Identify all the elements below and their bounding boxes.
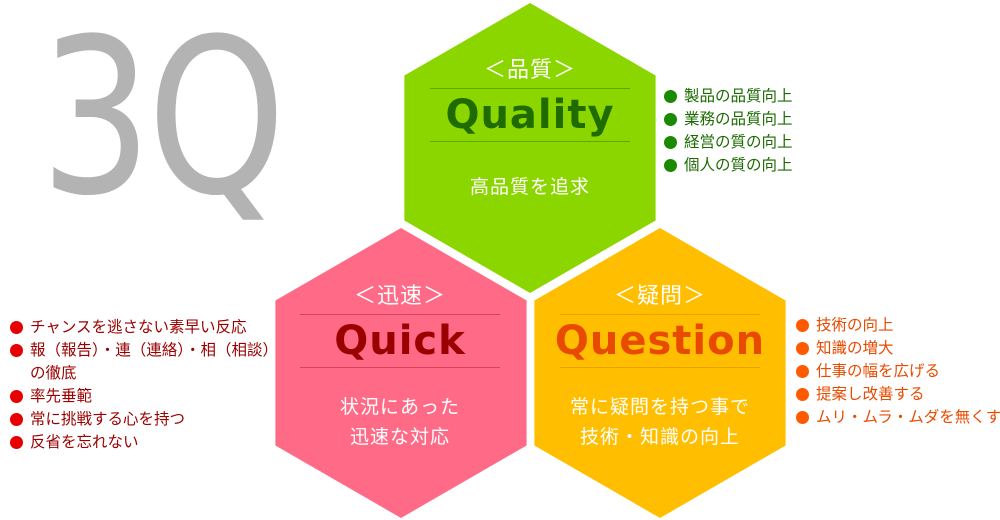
bullet-dot-icon [796,411,809,424]
bullet-dot-icon [10,390,23,403]
list-item: 報（報告）・連（連絡）・相（相談）の徹底 [10,339,278,385]
main-title-3q: 3Q [40,0,286,243]
list-item: 製品の品質向上 [664,85,793,108]
bullet-dot-icon [10,436,23,449]
list-item: 知識の増大 [796,337,1000,360]
quick-name: Quick [334,318,466,364]
bullet-dot-icon [664,136,677,149]
question-description-line-2: 技術・知識の向上 [579,426,740,448]
list-item: 技術の向上 [796,314,1000,337]
quick-divider-bottom [300,367,500,368]
quality-list: 製品の品質向上 業務の品質向上 経営の質の向上 個人の質の向上 [664,85,793,177]
quick-description-line-1: 状況にあった [339,396,460,418]
quick-content: ＜迅速＞ Quick 状況にあった 迅速な対応 [290,278,510,452]
list-item: 仕事の幅を広げる [796,360,1000,383]
list-item: 業務の品質向上 [664,108,793,131]
quick-description-line-2: 迅速な対応 [349,426,450,448]
quality-content: ＜品質＞ Quality 高品質を追求 [420,52,640,202]
list-item: 経営の質の向上 [664,131,793,154]
question-name: Question [554,318,766,364]
bullet-dot-icon [664,90,677,103]
bullet-dot-icon [796,388,809,401]
question-hexagon [534,228,786,518]
list-item: 常に挑戦する心を持つ [10,408,278,431]
list-item: ムリ・ムラ・ムダを無くす [796,406,1000,429]
bullet-dot-icon [664,159,677,172]
bullet-dot-icon [664,113,677,126]
quick-divider-top [300,314,500,315]
quality-hexagon [404,3,656,293]
bullet-dot-icon [796,319,809,332]
bullet-dot-icon [10,321,23,334]
bullet-dot-icon [796,365,809,378]
list-item: 提案し改善する [796,383,1000,406]
list-item: 率先垂範 [10,385,278,408]
quality-description-line-1: 高品質を追求 [469,176,590,198]
list-item: 反省を忘れない [10,431,278,454]
bullet-dot-icon [10,344,23,357]
question-divider-top [560,314,760,315]
quality-divider-bottom [430,141,630,142]
list-item: チャンスを逃さない素早い反応 [10,316,278,339]
bullet-dot-icon [10,413,23,426]
quality-subtitle: ＜品質＞ [483,58,576,83]
quick-list: チャンスを逃さない素早い反応 報（報告）・連（連絡）・相（相談）の徹底 率先垂範… [10,316,278,454]
quality-divider-top [430,88,630,89]
question-subtitle: ＜疑問＞ [613,284,706,309]
list-item: 個人の質の向上 [664,154,793,177]
quality-name: Quality [445,92,615,138]
question-divider-bottom [560,367,760,368]
question-content: ＜疑問＞ Question 常に疑問を持つ事で 技術・知識の向上 [545,278,775,452]
quick-subtitle: ＜迅速＞ [353,284,446,309]
question-list: 技術の向上 知識の増大 仕事の幅を広げる 提案し改善する ムリ・ムラ・ムダを無く… [796,314,1000,429]
quick-hexagon [275,228,527,518]
bullet-dot-icon [796,342,809,355]
question-description-line-1: 常に疑問を持つ事で [569,396,750,418]
